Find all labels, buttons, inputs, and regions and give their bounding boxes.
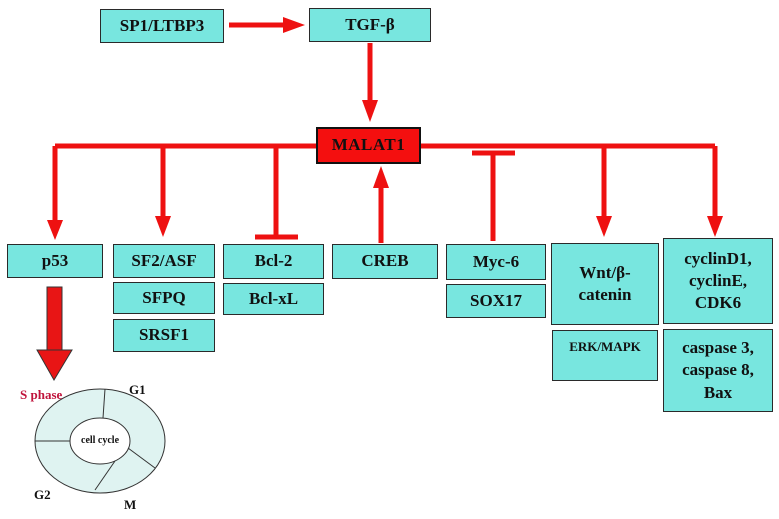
- node-bcl-xl: Bcl-xL: [223, 283, 324, 315]
- label-cell-cycle: cell cycle: [81, 435, 120, 446]
- arrowhead-sf2: [155, 216, 171, 237]
- node-sfpq: SFPQ: [113, 282, 215, 314]
- phase-divider-bottom: [94, 460, 116, 491]
- label-g1: G1: [129, 382, 146, 397]
- node-sf2-asf: SF2/ASF: [113, 244, 215, 278]
- node-sp1-ltbp3: SP1/LTBP3: [100, 9, 224, 43]
- node-myc6: Myc-6: [446, 244, 546, 280]
- arrowhead-malat1-top: [362, 100, 378, 122]
- arrow-shaft: [46, 286, 63, 352]
- arrowhead-malat1-bottom: [373, 166, 389, 188]
- label-s-phase: S phase: [20, 387, 63, 402]
- phase-divider-top: [102, 388, 106, 419]
- arrowhead-wnt: [596, 216, 612, 237]
- node-srsf1: SRSF1: [113, 319, 215, 352]
- node-erk-mapk: ERK/MAPK: [552, 330, 658, 381]
- label-g2: G2: [34, 487, 51, 502]
- node-caspases: caspase 3, caspase 8, Bax: [663, 329, 773, 412]
- arrow-p53-cell-cycle: [36, 286, 73, 381]
- cell-cycle-ring: [34, 388, 166, 494]
- node-sox17: SOX17: [446, 284, 546, 318]
- node-p53: p53: [7, 244, 103, 278]
- arrow-heads: [47, 17, 723, 240]
- arrowhead-p53: [47, 220, 63, 240]
- arrowhead-tgf: [283, 17, 305, 33]
- node-cyclins: cyclinD1, cyclinE, CDK6: [663, 238, 773, 324]
- label-m: M: [124, 497, 137, 512]
- node-malat1: MALAT1: [316, 127, 421, 164]
- node-bcl2: Bcl-2: [223, 244, 324, 279]
- arrow-head: [36, 349, 73, 381]
- phase-divider-right: [127, 447, 156, 469]
- node-tgf-beta: TGF-β: [309, 8, 431, 42]
- arrowhead-cyclin: [707, 216, 723, 237]
- connector-lines: [52, 22, 718, 243]
- node-wnt-catenin: Wnt/β- catenin: [551, 243, 659, 325]
- node-creb: CREB: [332, 244, 438, 279]
